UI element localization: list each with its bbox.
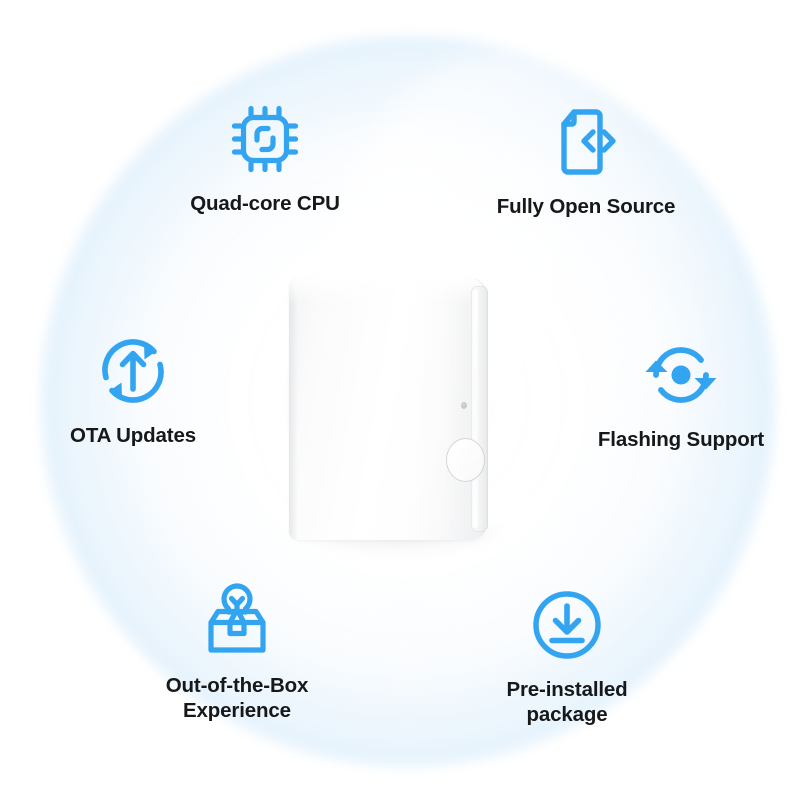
feature-label: Flashing Support: [597, 428, 765, 451]
feature-label: Quad-core CPU: [190, 192, 340, 215]
feature-quad-core-cpu: Quad-core CPU: [145, 96, 385, 216]
feature-pre-installed-package: Pre-installed package: [447, 582, 687, 727]
feature-flashing-support: Flashing Support: [561, 332, 800, 452]
refresh-arrow-up-icon: [90, 328, 176, 414]
cpu-chip-icon: [222, 96, 308, 182]
feature-ota-updates: OTA Updates: [13, 328, 253, 448]
device-left-edge: [289, 278, 298, 540]
document-code-icon: [543, 99, 629, 185]
feature-label: Pre-installed package: [506, 678, 628, 726]
device-top-bevel: [289, 278, 485, 304]
device-side-highlight: [473, 290, 478, 528]
open-box-lightbulb-icon: [194, 578, 280, 664]
product-device: [283, 266, 509, 554]
refresh-dot-icon: [638, 332, 724, 418]
feature-label: OTA Updates: [70, 424, 196, 447]
feature-label: Out-of-the-Box Experience: [165, 674, 309, 722]
download-circle-icon: [524, 582, 610, 668]
feature-out-of-the-box-experience: Out-of-the-Box Experience: [117, 578, 357, 723]
device-led-indicator: [461, 402, 467, 409]
feature-label: Fully Open Source: [496, 195, 676, 218]
device-pairing-button[interactable]: [446, 438, 485, 482]
feature-fully-open-source: Fully Open Source: [466, 99, 706, 219]
